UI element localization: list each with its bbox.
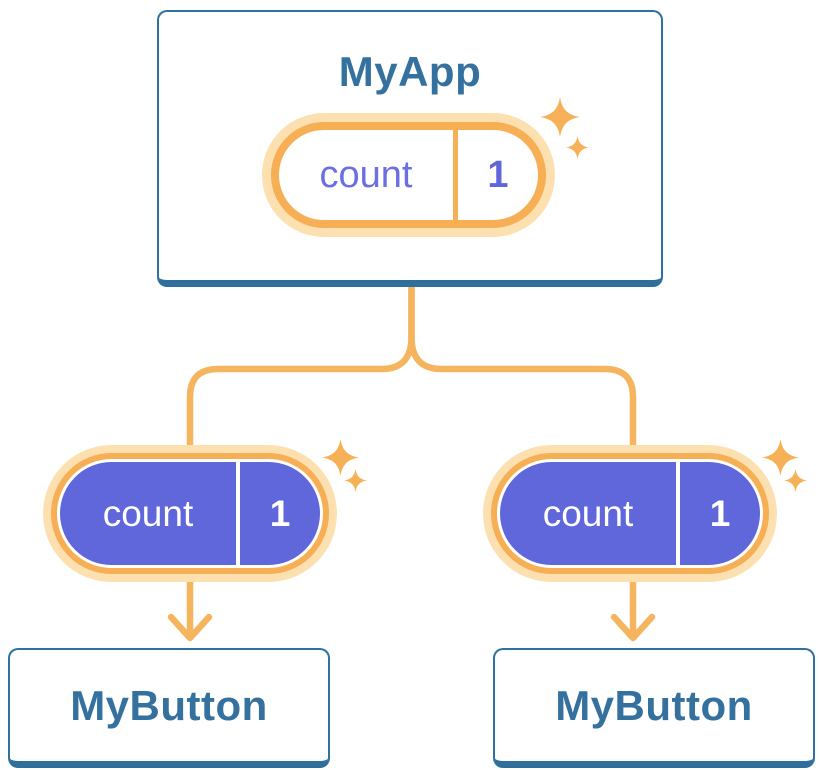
- prop-pill-left: count 1: [43, 445, 337, 582]
- prop-pill-right-body: count 1: [500, 462, 760, 565]
- prop-label-left: count: [102, 492, 194, 534]
- prop-value-right: 1: [676, 462, 760, 565]
- prop-label-right: count: [542, 492, 634, 534]
- prop-pill-left-ring: count 1: [51, 453, 329, 574]
- sparkle-large-left-icon: [322, 439, 359, 476]
- prop-value-left: 1: [236, 462, 320, 565]
- arrow-down-left-icon: [167, 613, 213, 642]
- prop-pill-left-body: count 1: [60, 462, 320, 565]
- child-component-title-left: MyButton: [70, 681, 268, 729]
- sparkle-small-right-icon: [784, 469, 807, 492]
- sparkle-large-root-icon: [540, 97, 580, 137]
- branch-right-line: [408, 282, 637, 640]
- child-component-card-left: MyButton: [8, 648, 330, 768]
- prop-pill-right-ring: count 1: [491, 453, 769, 574]
- child-component-title-right: MyButton: [555, 681, 753, 729]
- sparkle-small-root-icon: [566, 136, 589, 159]
- root-state-value: 1: [453, 130, 538, 220]
- root-state-label: count: [319, 153, 413, 196]
- root-state-pill: count 1: [262, 113, 555, 237]
- arrow-down-right-icon: [610, 613, 656, 642]
- root-component-title: MyApp: [338, 48, 482, 95]
- root-state-pill-ring: count 1: [271, 122, 546, 228]
- sparkle-small-left-icon: [344, 469, 367, 492]
- child-component-card-right: MyButton: [493, 648, 815, 768]
- sparkle-large-right-icon: [762, 439, 799, 476]
- prop-pill-right: count 1: [483, 445, 777, 582]
